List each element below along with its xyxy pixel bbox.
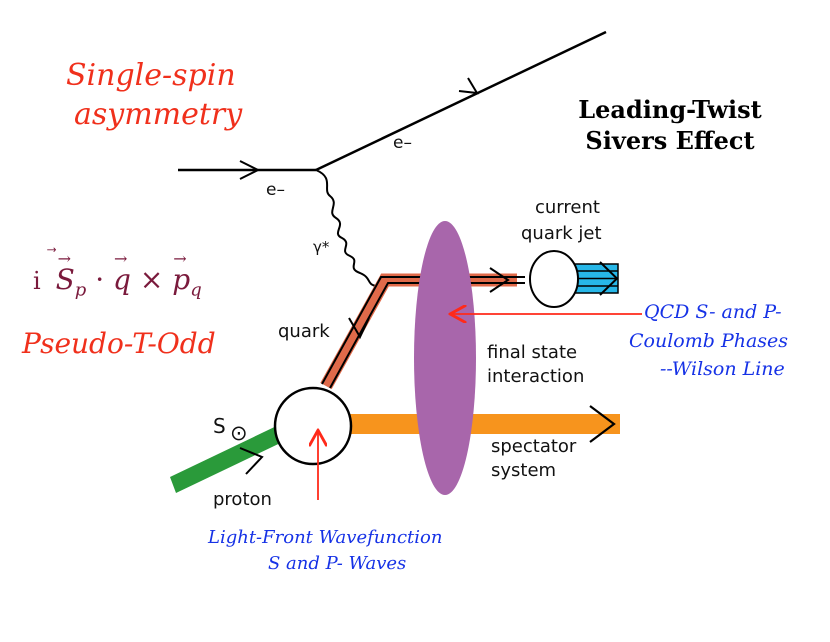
- quark-label: quark: [278, 321, 330, 342]
- proton-label: proton: [213, 489, 272, 510]
- final-state-blob: [414, 221, 476, 495]
- formula-p: p: [172, 263, 191, 296]
- spectator-label-1: spectator: [491, 436, 577, 457]
- virtual-photon-line: [315, 169, 377, 287]
- lfwf-annotation-line1: Light-Front Wavefunction: [208, 527, 443, 548]
- title-line2: Sivers Effect: [585, 126, 755, 155]
- qcd-annotation-line3: --Wilson Line: [660, 358, 785, 380]
- qcd-annotation-line1: QCD S- and P-: [644, 301, 782, 323]
- title: Leading-Twist Sivers Effect: [550, 94, 790, 156]
- spin-out-icon: ⊙: [230, 421, 248, 445]
- quark-line-upper: [321, 276, 525, 385]
- pseudo-t-odd-label: Pseudo-T-Odd: [22, 327, 216, 360]
- electron-in-label: e–: [266, 180, 285, 200]
- formula-S-sub: p: [74, 279, 87, 301]
- photon-label: γ*: [313, 238, 330, 256]
- formula-q: q: [113, 263, 131, 296]
- formula-S: S: [55, 263, 75, 296]
- proton-vertex-circle: [273, 386, 353, 466]
- formula-times: ×: [139, 263, 164, 296]
- final-state-label-1: final state: [487, 342, 578, 363]
- quark-line-lower: [329, 282, 525, 389]
- sivers-formula: i ⃗ → Sp · → q × → pq: [33, 249, 202, 301]
- formula-p-sub: q: [190, 279, 202, 301]
- proton-arrow: [239, 447, 264, 475]
- formula-i: i: [33, 267, 41, 295]
- single-spin-label: Single-spin: [66, 58, 236, 93]
- formula-dot: ·: [95, 263, 105, 296]
- proton-band: [170, 421, 293, 493]
- jet-cone: [529, 250, 579, 308]
- lfwf-annotation-line2: S and P- Waves: [268, 553, 407, 574]
- incoming-electron-arrow: [239, 160, 261, 180]
- title-line1: Leading-Twist: [578, 95, 762, 124]
- spectator-arrow: [589, 405, 616, 443]
- final-state-label-2: interaction: [487, 366, 585, 387]
- outgoing-electron-arrow: [458, 77, 479, 95]
- electron-out-label: e–: [393, 133, 412, 153]
- spin-label: S: [213, 414, 226, 438]
- asymmetry-label: asymmetry: [74, 97, 243, 132]
- spectator-label-2: system: [491, 460, 557, 481]
- current-jet-label-1: current: [535, 197, 600, 218]
- quark-band: [320, 273, 517, 390]
- quark-arrow: [348, 317, 370, 340]
- qcd-annotation-line2: Coulomb Phases: [629, 330, 789, 352]
- current-jet-label-2: quark jet: [521, 223, 602, 244]
- quark-jet-arrow: [489, 267, 510, 293]
- outgoing-electron-line: [315, 30, 607, 172]
